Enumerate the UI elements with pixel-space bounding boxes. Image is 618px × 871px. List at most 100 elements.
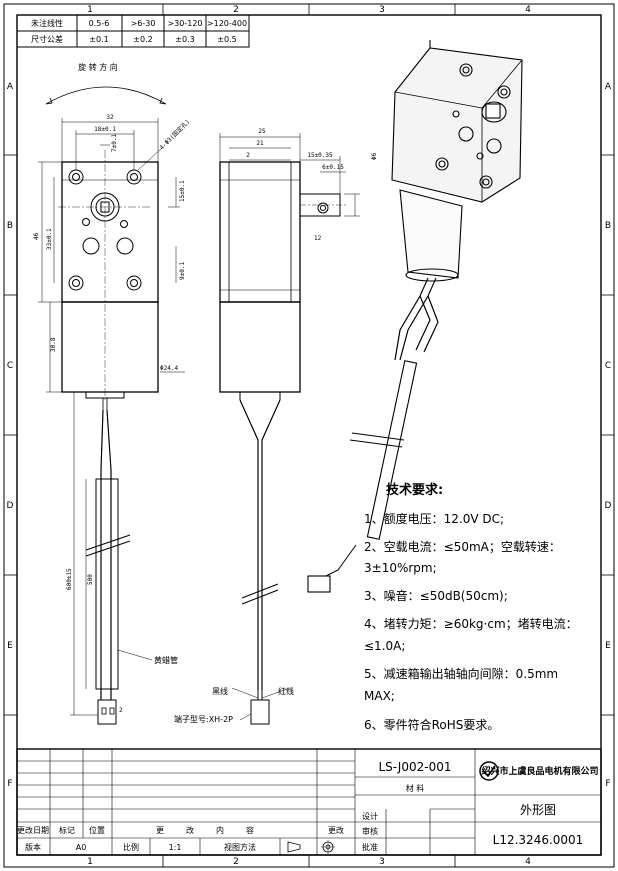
zone-col-2-bottom: 2: [233, 857, 239, 867]
zone-row-e-right: E: [605, 641, 611, 651]
outer-frame: [3, 3, 615, 868]
scale-label: 比例: [123, 842, 139, 852]
sleeve-label: 黄蜡管: [154, 655, 178, 665]
side-wire-black: [239, 399, 259, 690]
connector-side: [250, 699, 270, 725]
side-view: 25 21 2 15±0.35 6±0.15 Φ6 12 黑线 红线 端子型号:…: [174, 128, 378, 725]
tol-range-4: >120-400: [207, 19, 247, 28]
tol-value-3: ±0.3: [175, 35, 194, 44]
part-number: LS-J002-001: [379, 760, 452, 774]
rev-col-position: 位置: [89, 825, 105, 835]
front-view: 旋 转 方 向: [33, 62, 192, 725]
drawing-name: 外形图: [520, 803, 556, 817]
zone-col-4: 4: [525, 5, 531, 15]
iso-hole-3: [435, 157, 449, 171]
edition-value: A0: [76, 843, 87, 852]
label-red-wire: 红线: [278, 686, 294, 696]
gear-hole-right: [116, 237, 134, 255]
label-black-wire: 黑线: [212, 686, 228, 696]
mount-hole-tr: [126, 169, 142, 185]
red-leader: [261, 687, 291, 699]
dim-shaft-flat: 7±0.1: [111, 134, 118, 152]
zone-row-b: B: [7, 221, 13, 231]
rotation-direction-label: 旋 转 方 向: [78, 62, 118, 72]
zone-row-d: D: [7, 501, 14, 511]
dim-depth: 25: [258, 128, 266, 135]
motor-can: [61, 301, 159, 393]
tol-range-1: 0.5-6: [89, 19, 110, 28]
connector-front: [97, 699, 117, 725]
rotation-arc: [45, 86, 167, 105]
sign-review: 审核: [362, 826, 378, 836]
dim-pins: 2: [119, 707, 123, 714]
label-terminal: 端子型号:XH-2P: [174, 714, 233, 724]
rev-col-date: 更改日期: [17, 825, 49, 835]
hole-callout-leader: [137, 147, 163, 171]
iso-connector: [307, 575, 331, 593]
gear-hole-left: [82, 237, 100, 255]
zone-row-f: F: [7, 779, 12, 789]
scale-value: 1:1: [169, 843, 182, 852]
tol-value-2: ±0.2: [133, 35, 152, 44]
tol-row-label-2: 尺寸公差: [31, 34, 63, 44]
zone-col-3-bottom: 3: [379, 857, 385, 867]
cable-black: [100, 409, 104, 700]
rev-col-change: 更改: [328, 825, 344, 835]
zone-col-1: 1: [87, 5, 93, 15]
gearbox-body: [61, 161, 159, 303]
zone-col-1-bottom: 1: [87, 857, 93, 867]
dim-cable-len: 500: [87, 574, 94, 585]
mount-hole-tl: [68, 169, 84, 185]
zone-row-d-right: D: [605, 501, 612, 511]
edition-label: 版本: [25, 842, 41, 852]
side-motor-can: [219, 301, 301, 393]
dim-width: 32: [106, 114, 114, 121]
zone-col-4-bottom: 4: [525, 857, 531, 867]
company-logo-icon: [479, 761, 499, 781]
tol-value-1: ±0.1: [89, 35, 108, 44]
side-wire-red: [261, 399, 281, 690]
break-line-front: [85, 534, 131, 557]
zone-row-c: C: [7, 361, 13, 371]
tol-range-3: >30-120: [167, 19, 202, 28]
dim-hole-callout: 4-Φ3(固定孔): [158, 118, 192, 152]
rev-col-mark: 标记: [59, 825, 75, 835]
break-line-side: [241, 583, 279, 605]
side-gearbox: [219, 161, 301, 303]
zone-col-2: 2: [233, 5, 239, 15]
req-line-1: 1、额度电压：12.0V DC;: [364, 511, 504, 526]
zone-row-b-right: B: [605, 221, 611, 231]
dim-height: 46: [33, 232, 40, 240]
iso-shaft-boss: [481, 101, 507, 123]
tolerance-table: 未注线性 尺寸公差 0.5-6 >6-30 >30-120 >120-400 ±…: [16, 14, 250, 48]
drawing-number: L12.3246.0001: [493, 833, 584, 847]
iso-hole-1: [459, 63, 473, 77]
motor-end-cap: [85, 392, 125, 399]
zone-row-e: E: [7, 641, 13, 651]
zone-ticks: [4, 4, 614, 867]
mount-hole-br: [126, 275, 142, 291]
dim-vertical-spacing: 33±0.1: [46, 228, 53, 250]
material-label: 材 料: [406, 783, 425, 793]
req-line-6: ≤1.0A;: [364, 639, 405, 653]
tol-value-4: ±0.5: [217, 35, 236, 44]
iso-hole-2: [497, 85, 511, 99]
req-line-4: 3、噪音：≤50dB(50cm);: [364, 588, 508, 603]
req-line-8: MAX;: [364, 689, 395, 703]
dim-motor-len: 30.8: [50, 337, 57, 352]
sleeve-leader: [117, 649, 153, 661]
iso-hole-4: [479, 175, 493, 189]
zone-row-c-right: C: [605, 361, 611, 371]
zone-row-a: A: [7, 82, 14, 92]
terminal-leader: [239, 713, 252, 721]
zone-col-3: 3: [379, 5, 385, 15]
requirements-title: 技术要求:: [386, 482, 443, 498]
dim-21: 21: [256, 140, 264, 147]
zone-labels: 1 2 3 4 1 2 3 4 A B C D E F A B C D E F: [7, 5, 612, 867]
dim-v15: 15±0.1: [179, 180, 186, 202]
rotation-arrow-right: [159, 97, 167, 105]
dim-flat: 6±0.15: [322, 164, 344, 171]
iso-view: [307, 40, 523, 593]
dim-hole-spacing: 18±0.1: [94, 126, 116, 133]
